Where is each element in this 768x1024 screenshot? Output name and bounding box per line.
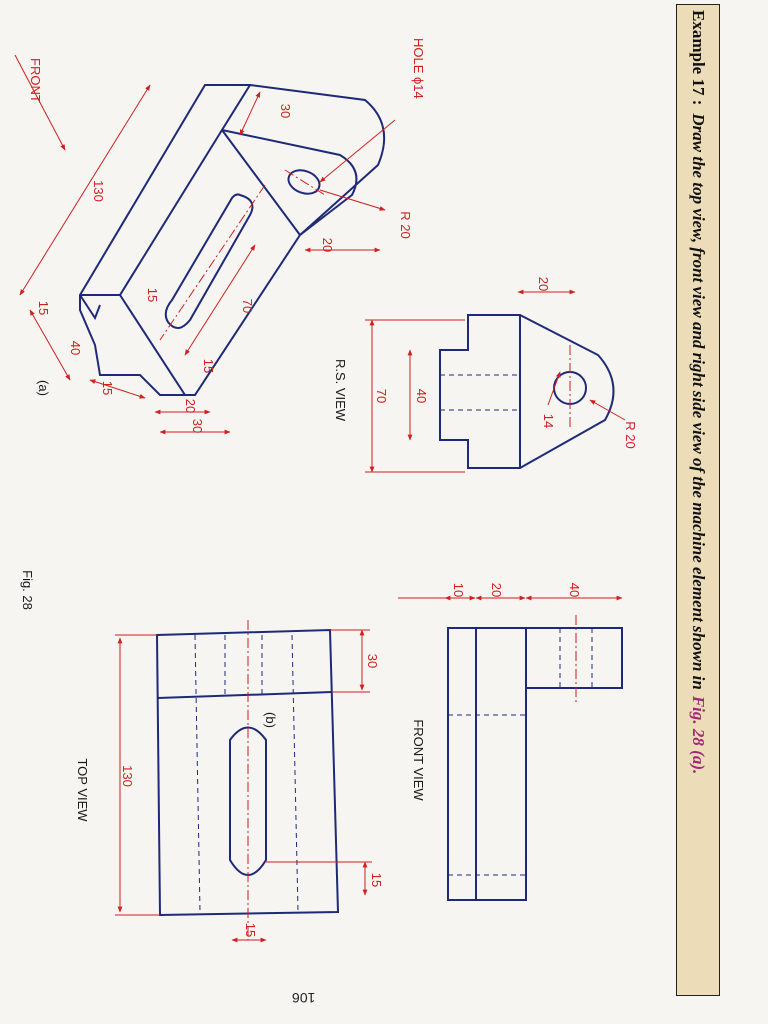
front-arrow-label: FRONT xyxy=(28,58,43,103)
subfig-b-label: (b) xyxy=(263,712,278,728)
iso-dim-30b: 30 xyxy=(190,418,205,434)
iso-dim-130: 130 xyxy=(91,180,106,202)
top-view-label: TOP VIEW xyxy=(75,758,90,822)
iso-dim-70: 70 xyxy=(240,298,255,314)
example-banner xyxy=(676,4,720,996)
rs-dim-40: 40 xyxy=(414,388,429,404)
front-view-label: FRONT VIEW xyxy=(411,719,426,801)
rs-dim-14: 14 xyxy=(541,413,556,429)
rs-dimensions xyxy=(365,289,626,473)
front-view xyxy=(447,627,623,901)
top-dimensions xyxy=(115,620,372,943)
iso-edge-4 xyxy=(221,129,301,236)
iso-dim-15b: 15 xyxy=(201,358,216,374)
iso-dim-15d: 15 xyxy=(100,380,115,396)
page-number: 106 xyxy=(292,990,316,1006)
top-view xyxy=(155,628,340,917)
isometric-dimensions xyxy=(14,54,396,435)
iso-slot xyxy=(164,193,254,329)
iso-step xyxy=(79,294,101,321)
front-dim-20: 20 xyxy=(489,582,504,598)
iso-boss-face xyxy=(221,129,358,236)
top-dim-15a: 15 xyxy=(369,872,384,888)
top-hidden xyxy=(194,634,299,913)
front-outline xyxy=(447,627,623,901)
subfig-a-label: (a) xyxy=(36,380,51,396)
rs-view xyxy=(439,314,615,469)
top-dim-30: 30 xyxy=(365,653,380,669)
front-hidden xyxy=(448,628,593,876)
rs-dim-20: 20 xyxy=(536,276,551,292)
iso-dim-r20: R 20 xyxy=(398,211,413,239)
front-dimensions xyxy=(398,595,623,705)
rs-dim-r20: R 20 xyxy=(623,421,638,449)
rs-dim-70: 70 xyxy=(374,388,389,404)
iso-edge-3 xyxy=(119,294,186,396)
iso-edge-1 xyxy=(119,84,251,296)
iso-dim-15c: 15 xyxy=(36,300,51,316)
top-outline xyxy=(155,628,340,917)
iso-dim-15a: 15 xyxy=(145,287,160,303)
rs-outline xyxy=(439,314,615,469)
figure-caption: Fig. 28 xyxy=(20,570,35,610)
front-dim-10: 10 xyxy=(451,582,466,598)
front-dim-40: 40 xyxy=(567,582,582,598)
isometric-view xyxy=(79,84,386,396)
iso-dim-30: 30 xyxy=(278,103,293,119)
top-dim-15b: 15 xyxy=(243,922,258,938)
hole-label: HOLE ϕ14 xyxy=(411,38,426,99)
iso-dim-20: 20 xyxy=(320,237,335,253)
rs-hidden xyxy=(440,374,520,411)
top-slot xyxy=(229,726,267,876)
iso-outline xyxy=(79,84,386,396)
iso-dim-40: 40 xyxy=(68,340,83,356)
top-dim-130: 130 xyxy=(120,765,135,787)
rs-view-label: R.S. VIEW xyxy=(333,358,348,422)
iso-hole xyxy=(287,169,321,195)
